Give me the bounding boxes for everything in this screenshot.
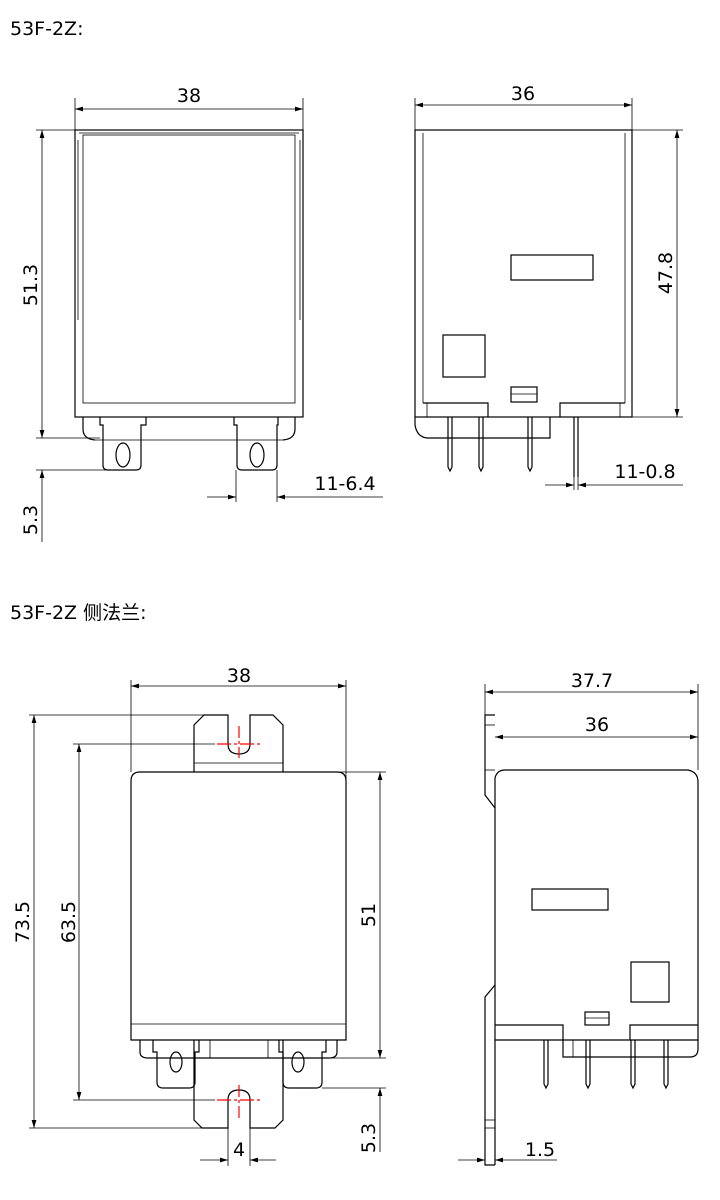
centerline-top-hole xyxy=(217,726,261,758)
relay-body-outline xyxy=(74,129,304,418)
dimension-overall-height: 73.5 xyxy=(12,901,34,943)
relay-body-outline xyxy=(130,771,347,1041)
dimension-height: 47.8 xyxy=(655,252,677,294)
flange-side-view: 37.7 36 1.5 xyxy=(458,670,699,1166)
terminal-left xyxy=(99,417,147,471)
dimension-overall-width: 37.7 xyxy=(571,670,613,692)
dimension-pin-length: 5.3 xyxy=(358,1123,380,1153)
terminal-right xyxy=(278,1040,327,1089)
mounting-flange xyxy=(484,714,496,1166)
section-title-side-flange: 53F-2Z 侧法兰: xyxy=(10,602,147,624)
flange-front-view: 38 73.5 63.5 51 5.3 4 xyxy=(12,665,386,1166)
dimension-body-height: 51 xyxy=(358,903,380,927)
terminal-left xyxy=(152,1040,200,1089)
dimension-slot-width: 4 xyxy=(233,1139,245,1161)
indicator-window xyxy=(630,961,670,1003)
dimension-hole-pitch: 63.5 xyxy=(58,901,80,943)
dimension-width: 38 xyxy=(227,665,251,687)
relay-body-outline xyxy=(494,769,699,1165)
side-view: 36 47.8 11-0.8 xyxy=(414,83,683,490)
test-button xyxy=(510,386,538,403)
indicator-window xyxy=(442,334,486,378)
front-view: 38 51.3 5.3 11-6.4 xyxy=(20,85,383,542)
dimension-pin-spec: 11-0.8 xyxy=(614,461,675,483)
dimension-width: 36 xyxy=(511,83,535,105)
relay-body-inner xyxy=(82,134,296,404)
label-window xyxy=(510,254,594,281)
pins xyxy=(543,1040,669,1090)
dimension-width: 38 xyxy=(177,85,201,107)
test-button xyxy=(584,1011,610,1026)
dimension-pin-length: 5.3 xyxy=(20,505,42,535)
dimension-pin-spec: 11-6.4 xyxy=(314,473,375,495)
centerline-bottom-hole xyxy=(217,1085,261,1118)
relay-body-outline xyxy=(414,129,633,418)
dimension-flange-thickness: 1.5 xyxy=(525,1139,555,1161)
terminal-right xyxy=(233,417,279,471)
label-window xyxy=(531,888,609,911)
section-title-standard: 53F-2Z: xyxy=(10,18,84,40)
dimension-height: 51.3 xyxy=(20,264,42,306)
pins xyxy=(447,417,579,477)
dimension-body-width: 36 xyxy=(585,714,609,736)
